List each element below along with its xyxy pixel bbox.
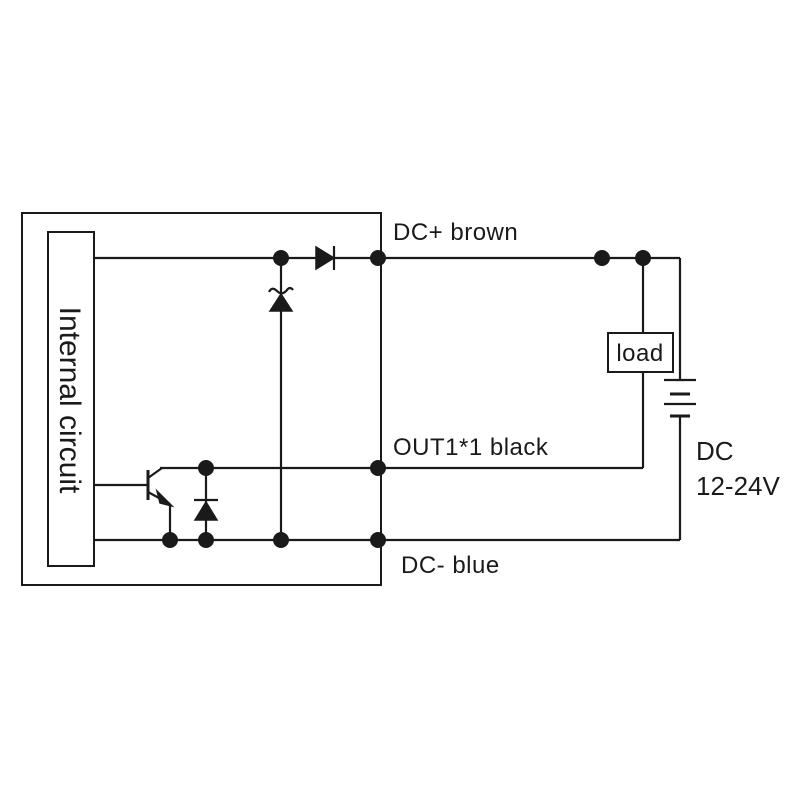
output-label: OUT1*1 black [393,434,549,461]
junction-dots [162,250,651,548]
sensor-housing [21,212,382,586]
internal-circuit-label: Internal circuit [53,307,86,494]
flyback-diode [193,498,219,521]
reverse-polarity-diode [315,245,336,271]
zener-diode [268,286,294,312]
supply-label-dc: DC [696,436,734,466]
dc-plus-label: DC+ brown [393,219,518,246]
load-box [607,332,674,373]
dc-minus-label: DC- blue [401,552,500,579]
internal-circuit-block [47,231,95,567]
supply-label-voltage: 12-24V [696,471,780,501]
npn-transistor [94,467,175,540]
load-label: load [616,340,663,367]
battery-symbol [664,378,696,418]
